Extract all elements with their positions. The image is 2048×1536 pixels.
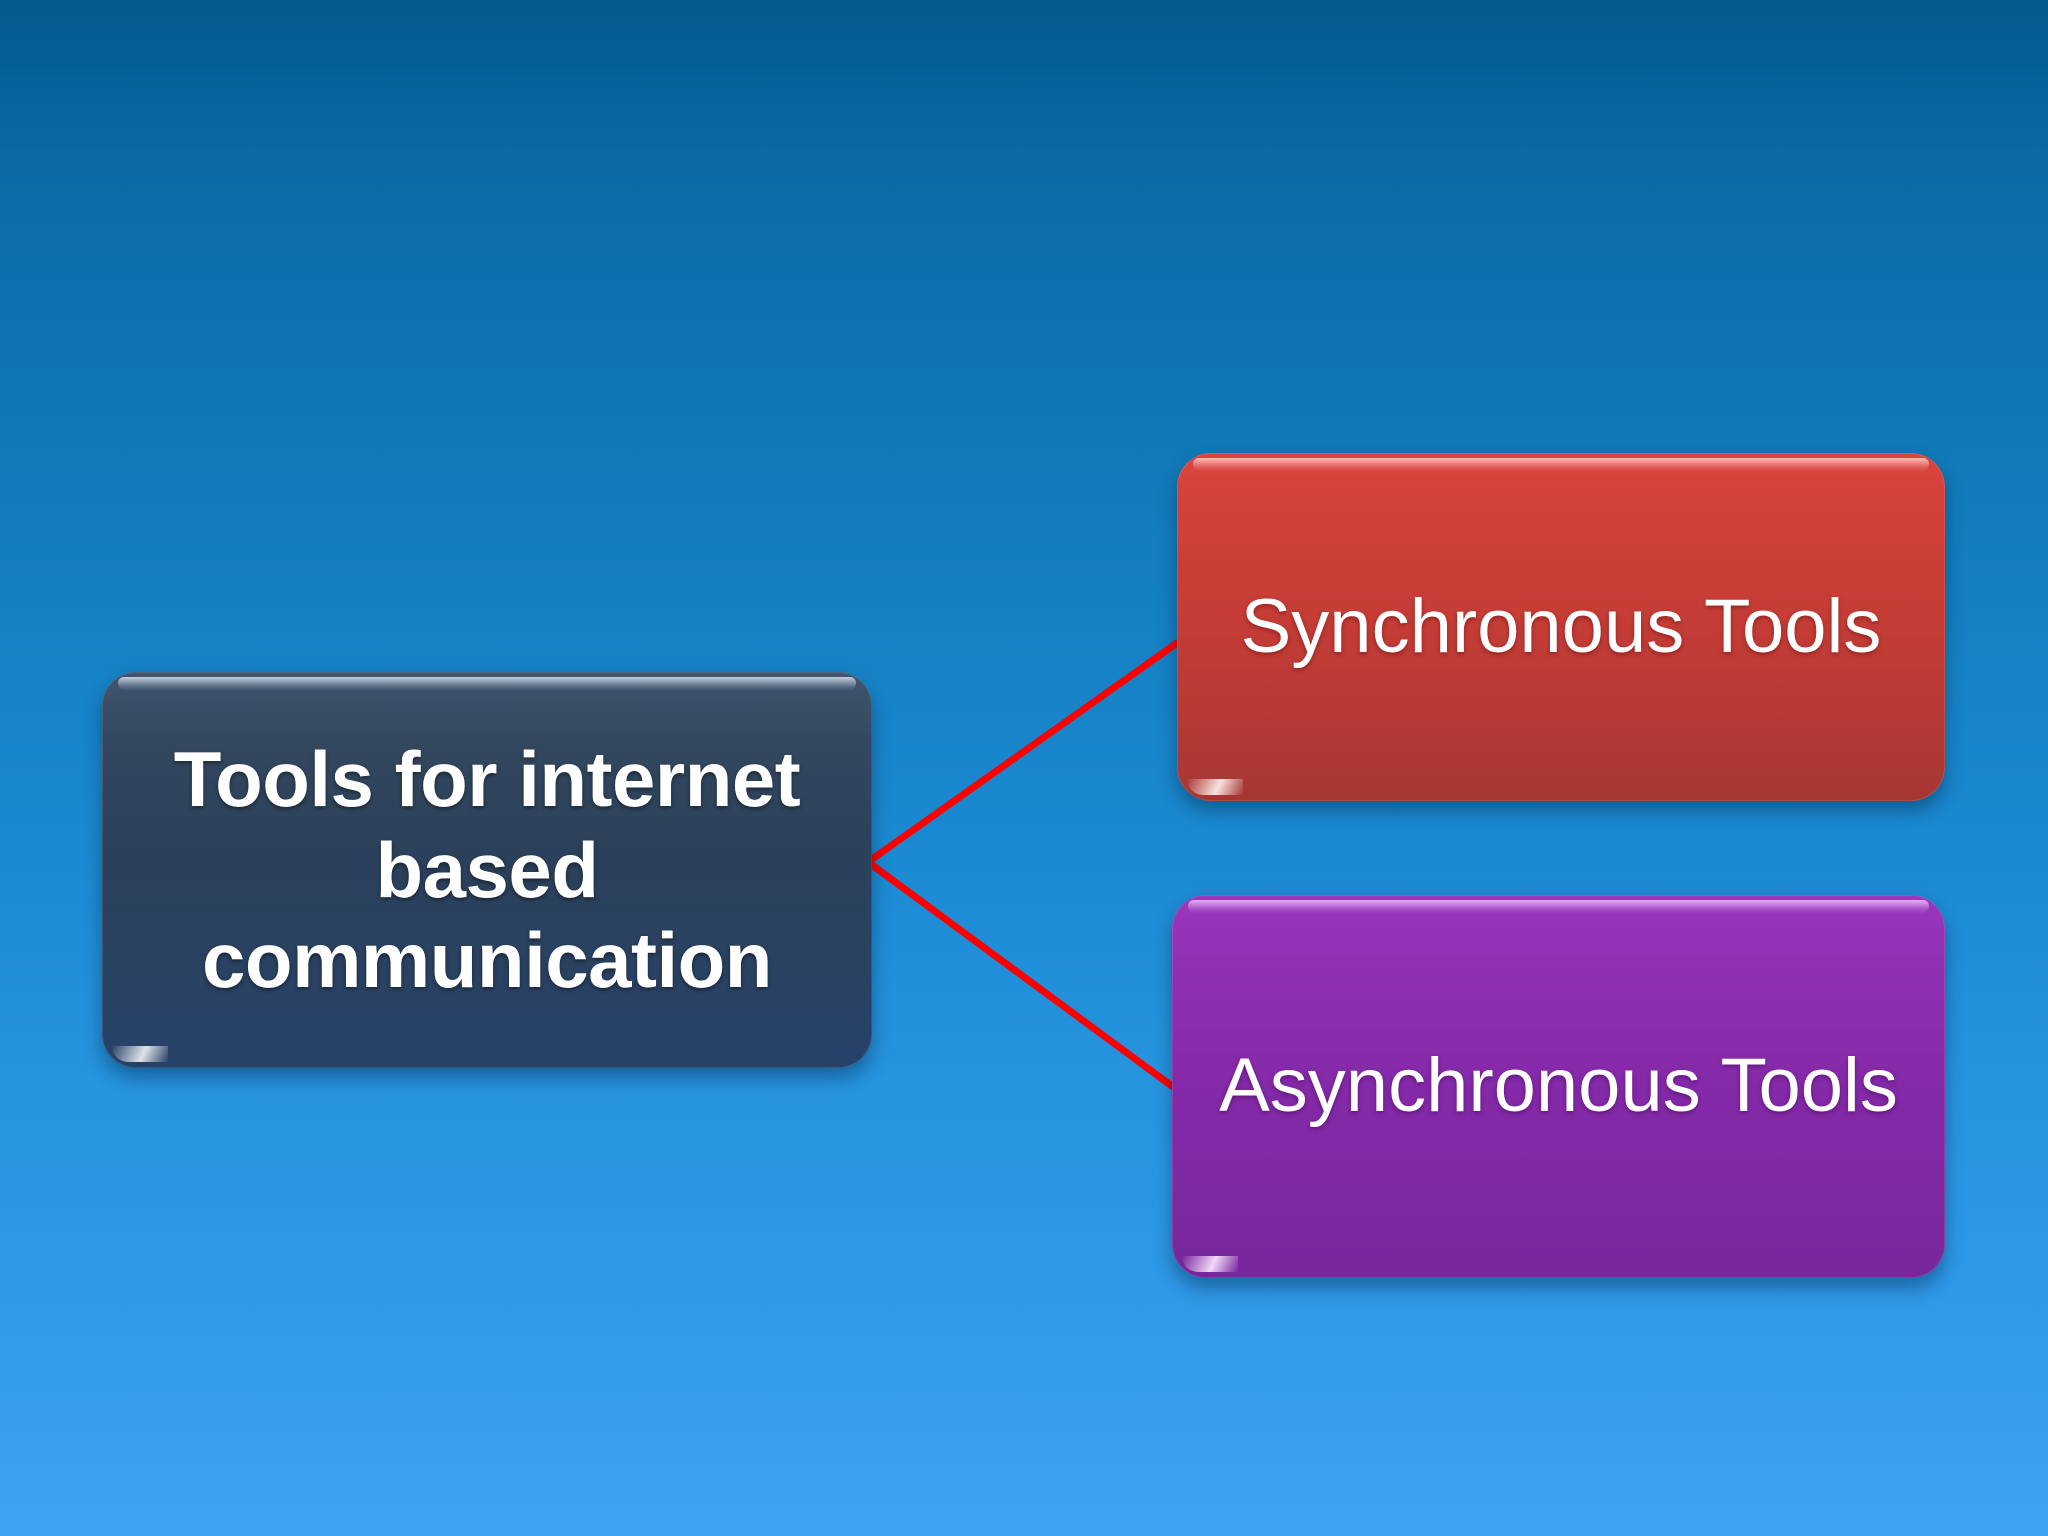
node-synchronous-label: Synchronous Tools (1240, 583, 1882, 669)
connector-root-to-asynchronous (864, 858, 1184, 1096)
node-asynchronous-tools[interactable]: Asynchronous Tools (1172, 895, 1945, 1278)
node-tools-for-internet-based-communication[interactable]: Tools for internet based communication (102, 672, 872, 1068)
node-root-label: Tools for internet based communication (173, 735, 801, 1005)
connector-root-to-synchronous (864, 639, 1181, 866)
node-asynchronous-label: Asynchronous Tools (1219, 1043, 1898, 1129)
node-synchronous-tools[interactable]: Synchronous Tools (1177, 453, 1945, 801)
